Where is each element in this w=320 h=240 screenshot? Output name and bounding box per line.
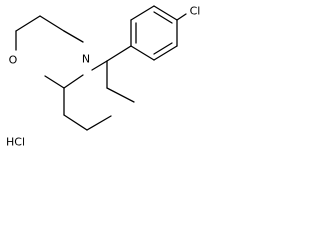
propyl-bond-3 [86,115,112,131]
ring-bond-c2-o [44,75,65,89]
ring-bond-c5-c4 [39,15,65,32]
nitrogen-label: N [82,53,90,66]
n-substituent [91,45,135,103]
aryl-bond-5 [153,45,178,61]
ring-bond-c4-n [63,30,84,43]
aryl-bond-5-inner [153,42,173,55]
aryl-bond-3 [153,5,178,21]
chlorine-label: Cl [190,5,201,18]
propyl-bond-2 [63,114,88,131]
ring-bond-n-c2 [63,74,84,89]
ethyl-bond-2 [106,87,135,103]
n-to-ch-bond [91,60,108,71]
aryl-bond-6 [130,45,155,61]
aryl-bond-2 [130,5,155,21]
aryl-to-cl-bond [176,13,187,21]
aryl-bond-3-inner [153,11,173,24]
salt-label: HCl [6,136,25,149]
chlorophenyl-ring [130,5,187,61]
oxazinane-ring [15,15,84,89]
ring-bond-c6-c5 [15,15,41,32]
chemical-structure: O N Cl HCl [6,5,201,149]
propyl-chain [63,87,112,131]
oxygen-label: O [9,54,18,67]
ch-to-aryl-bond [106,45,132,62]
